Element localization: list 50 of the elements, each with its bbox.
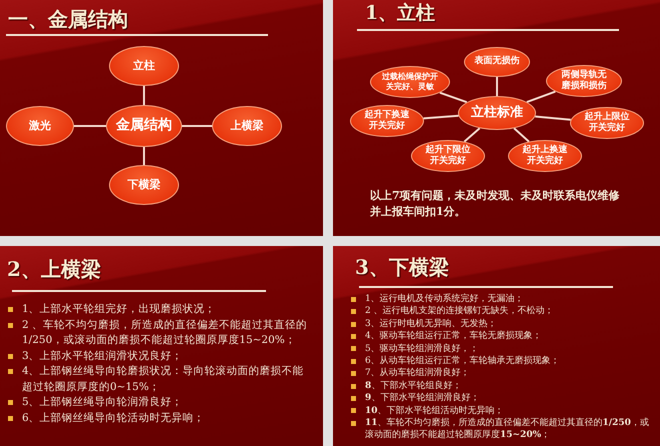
connector-line [496, 77, 498, 96]
connector-line [535, 115, 571, 121]
connector-line [513, 128, 530, 142]
bullet-text: 7、从动车轮组润滑良好； [365, 367, 471, 380]
bullet-text: 2 、车轮不均匀磨损，所造成的直径偏差不能超过其直径的1/250，或滚动面的磨损不能超过轮圈原厚度15~20%； [22, 318, 308, 348]
bullet-text: 6、从动车轮组运行正常，车轮轴承无磨损现象； [365, 355, 561, 368]
item-ellipse: 上横梁 [212, 106, 282, 146]
slide-title: 1、立柱 [365, 1, 436, 26]
connector-line [182, 125, 212, 127]
slide-panel [0, 0, 323, 236]
connector-line [423, 114, 459, 120]
bullet-text: 9、下部水平轮组润滑良好； [365, 392, 480, 405]
item-ellipse: 起升上限位开关完好 [570, 107, 644, 139]
connector-line [464, 127, 480, 142]
bullet-text: 11、车轮不均匀磨损，所造成的直径偏差不能超过其直径的1/250，或滚动面的磨损不能超过轮圈原厚度15~20%； [365, 417, 650, 442]
bullet-text: 3、运行时电机无异响、无发热； [365, 318, 498, 330]
bullet-text: 5、驱动车轮组润滑良好，； [365, 342, 480, 356]
slide-title: 2、上横梁 [7, 256, 101, 283]
item-ellipse: 起升下限位开关完好 [411, 140, 485, 172]
item-ellipse: 下横梁 [109, 165, 179, 205]
slide-panel [333, 0, 660, 236]
item-ellipse: 过载松绳保护开关完好、灵敏 [370, 66, 450, 98]
connector-line [74, 125, 106, 127]
item-ellipse: 立柱 [109, 46, 179, 86]
topic-ellipse: 金属结构 [106, 105, 182, 147]
connector-line [143, 86, 145, 105]
slide-title: 一、金属结构 [8, 6, 128, 33]
bullet-text: 6、上部钢丝绳导向轮活动时无异响； [22, 410, 206, 426]
bullet-text: 1、运行电机及传动系统完好，无漏油； [365, 293, 525, 306]
item-ellipse: 激光 [6, 106, 74, 146]
bullet-text: 4、上部钢丝绳导向轮磨损状况：导向轮滚动面的磨损不能超过轮圈原厚度的0~15%； [22, 364, 305, 394]
bullet-text: 5、上部钢丝绳导向轮润滑良好； [22, 395, 184, 410]
bullet-text: 4、驱动车轮组运行正常，车轮无磨损现象； [365, 330, 543, 343]
connector-line [526, 90, 556, 103]
connector-line [143, 147, 145, 165]
slide-title: 3、下横梁 [355, 254, 449, 281]
bullet-text: 8、下部水平轮组良好； [365, 380, 462, 392]
slide-panel [0, 246, 323, 446]
note-text: 以上7项有问题，未及时发现、未及时联系电仪维修并上报车间扣1分。 [370, 188, 621, 220]
item-ellipse: 起升下换速开关完好 [350, 105, 424, 137]
item-ellipse: 表面无损伤 [464, 47, 530, 77]
connector-line [440, 92, 468, 104]
item-ellipse: 两侧导轨无磨损和损伤 [546, 65, 622, 97]
bullet-text: 1、上部水平轮组完好，出现磨损状况； [22, 302, 217, 317]
item-ellipse: 起升上换速开关完好 [508, 140, 582, 172]
bullet-text: 3、上部水平轮组润滑状况良好； [22, 348, 184, 364]
bullet-text: 10、下部水平轮组活动时无异响； [365, 404, 505, 418]
bullet-text: 2 、运行电机支架的连接镙钉无缺失，不松动； [365, 305, 555, 318]
topic-ellipse: 立柱标准 [458, 96, 536, 130]
slide-panel [333, 246, 660, 446]
